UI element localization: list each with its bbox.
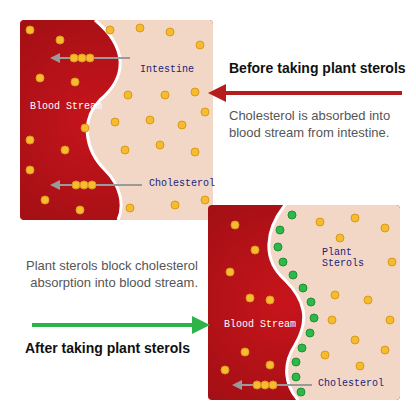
blood-region <box>208 205 400 400</box>
dot <box>196 41 204 49</box>
dot <box>279 258 287 266</box>
dot <box>351 336 359 344</box>
section-heading: After taking plant sterols <box>25 340 215 356</box>
dot <box>386 316 394 324</box>
dot <box>146 116 154 124</box>
dot <box>306 329 314 337</box>
dot <box>246 294 254 302</box>
dot <box>299 284 307 292</box>
dot <box>178 121 186 129</box>
dot <box>81 124 89 132</box>
dot <box>381 346 389 354</box>
dot <box>351 214 359 222</box>
absorption-arrow <box>52 184 142 186</box>
callout-label: Cholesterol <box>318 378 388 389</box>
before-panel <box>20 20 213 220</box>
dot <box>161 91 169 99</box>
after-arrow <box>32 323 196 327</box>
dot <box>70 54 78 62</box>
dot <box>191 88 199 96</box>
dot <box>86 54 94 62</box>
dot <box>336 234 344 242</box>
dot <box>72 181 80 189</box>
dot <box>61 146 69 154</box>
region-label: Blood Stream <box>30 101 110 112</box>
description: Cholesterol is absorbed into blood strea… <box>229 108 411 142</box>
blood-region <box>20 20 213 220</box>
intestine-wall <box>87 20 121 220</box>
after-arrow-head <box>192 316 210 334</box>
dot <box>121 146 129 154</box>
before-arrow-head <box>208 84 226 102</box>
intestine-wall <box>269 205 304 400</box>
dot <box>292 373 300 381</box>
dot <box>266 361 274 369</box>
dot <box>331 291 339 299</box>
dot <box>310 314 318 322</box>
dot <box>201 108 209 116</box>
intestine-region <box>87 20 213 220</box>
dot <box>307 298 315 306</box>
dot <box>289 271 297 279</box>
dot <box>71 78 79 86</box>
dot <box>26 26 34 34</box>
dot <box>26 136 34 144</box>
cholesterol-dots <box>221 214 396 374</box>
absorbed-cholesterol <box>253 381 277 389</box>
dot <box>88 181 96 189</box>
dot <box>356 362 364 370</box>
dot <box>288 211 296 219</box>
dot <box>41 196 49 204</box>
dot <box>274 243 282 251</box>
dot <box>251 246 259 254</box>
region-label: Blood Stream <box>224 319 304 330</box>
section-heading: Before taking plant sterols <box>229 60 414 76</box>
dot <box>201 196 209 204</box>
dot <box>111 118 119 126</box>
dot <box>298 344 306 352</box>
region-label: Intestine <box>140 64 210 75</box>
callout-label: Cholesterol <box>149 178 213 189</box>
dot <box>226 268 234 276</box>
dot <box>26 166 34 174</box>
after-panel <box>208 205 400 400</box>
callout-label: Plant Sterols <box>322 247 384 269</box>
dot <box>292 358 300 366</box>
dot <box>328 316 336 324</box>
dot <box>36 74 44 82</box>
dot <box>241 348 249 356</box>
dot <box>80 181 88 189</box>
plant-sterol-dots <box>274 211 318 396</box>
dot <box>381 224 389 232</box>
dot <box>316 218 324 226</box>
dot <box>106 26 114 34</box>
dot <box>78 54 86 62</box>
dot <box>266 296 274 304</box>
dot <box>269 381 277 389</box>
dot <box>364 296 372 304</box>
dot <box>156 141 164 149</box>
dot <box>136 24 144 32</box>
intestine-region <box>269 205 400 400</box>
dot <box>124 91 132 99</box>
dot <box>388 258 396 266</box>
description: Plant sterols block cholesterol absorpti… <box>18 258 198 292</box>
dot <box>321 351 329 359</box>
dot <box>191 148 199 156</box>
dot <box>253 381 261 389</box>
dot <box>276 226 284 234</box>
dot <box>261 381 269 389</box>
absorbed-cholesterol <box>70 54 96 189</box>
before-arrow <box>222 91 402 95</box>
dot <box>126 204 134 212</box>
dot <box>231 221 239 229</box>
dot <box>221 366 229 374</box>
dot <box>166 28 174 36</box>
dot <box>56 36 64 44</box>
dot <box>76 206 84 214</box>
dot <box>171 201 179 209</box>
dot <box>297 388 305 396</box>
